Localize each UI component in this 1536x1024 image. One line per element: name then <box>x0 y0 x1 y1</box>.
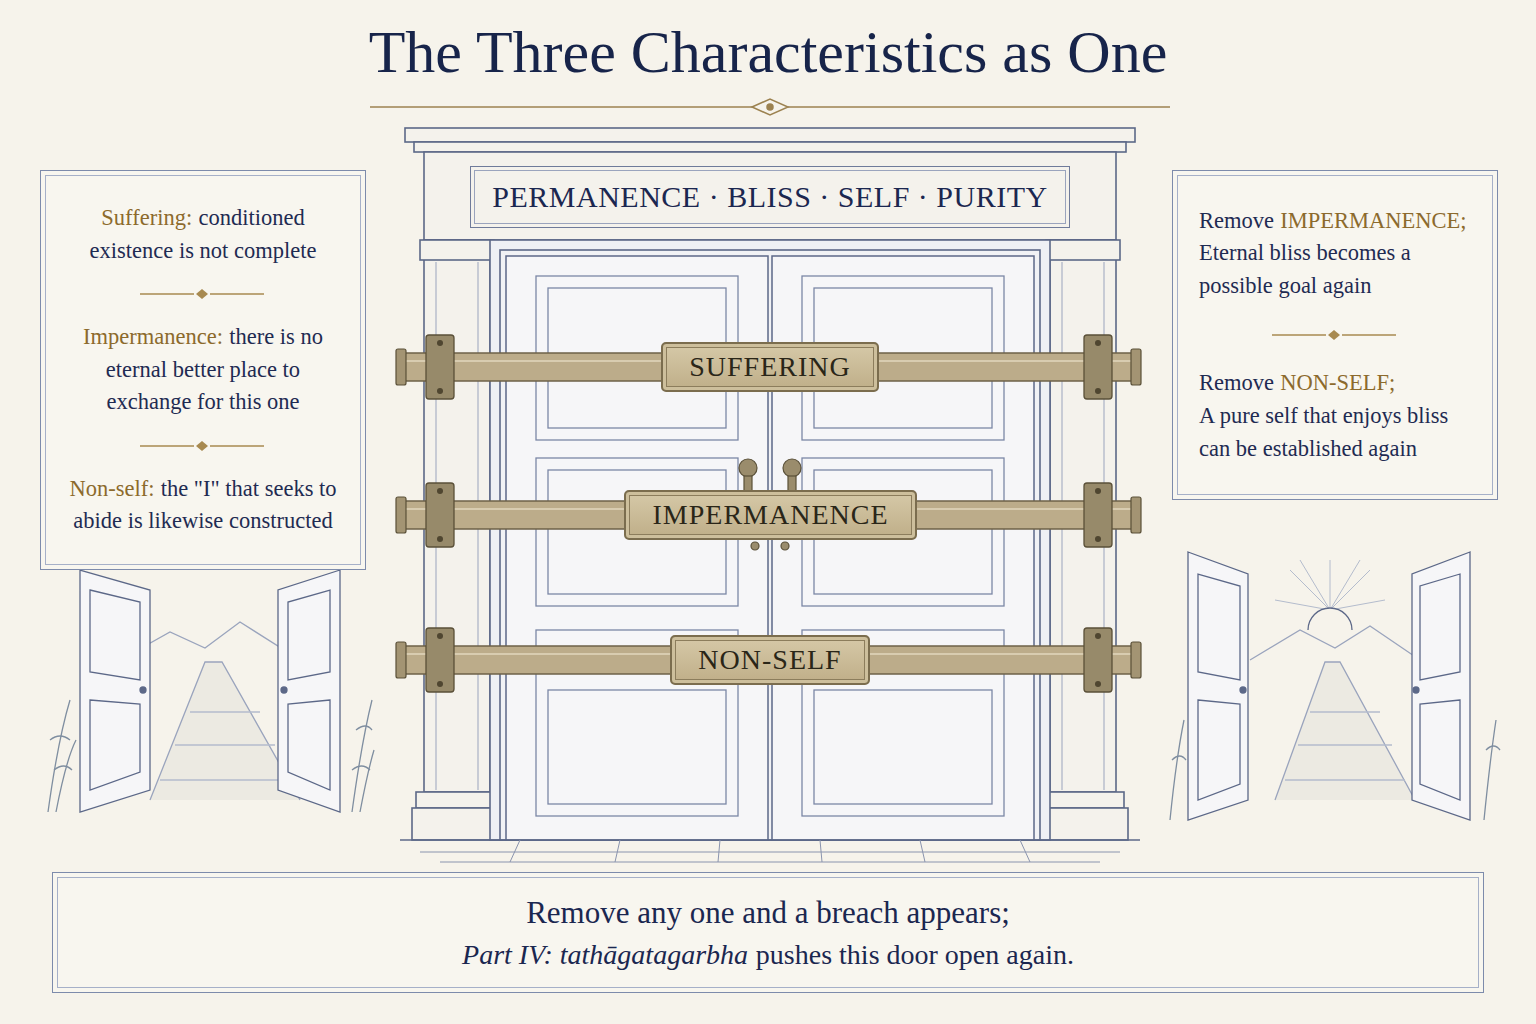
note-box: Suffering:conditioned existence is not c… <box>40 170 366 570</box>
note-group: RemoveNON-SELF;A pure self that enjoys b… <box>1199 367 1471 465</box>
plaque-label: NON-SELF <box>698 644 841 676</box>
bar-bracket <box>426 335 454 399</box>
bolt <box>1095 340 1101 346</box>
bolt <box>437 536 443 542</box>
divider-ornament <box>67 285 339 303</box>
band-label: PERMANENCE · BLISS · SELF · PURITY <box>492 180 1047 214</box>
decoration <box>210 293 264 294</box>
decoration <box>1328 330 1340 340</box>
bar-bracket <box>426 628 454 692</box>
bar-bracket <box>1084 483 1112 547</box>
diagram-title: The Three Characteristics as One <box>0 18 1536 87</box>
decoration <box>1272 334 1326 335</box>
bar-plaque: IMPERMANENCE <box>624 490 917 540</box>
conclusion-box: Remove any one and a breach appears;Part… <box>52 872 1484 993</box>
decoration <box>140 445 194 446</box>
bar-bracket <box>1084 628 1112 692</box>
note-text: A pure self that enjoys bliss can be est… <box>1199 400 1471 465</box>
bolt <box>437 340 443 346</box>
bar-plaque: NON-SELF <box>670 635 870 685</box>
note-paragraph: Non-self:the "I" that seeks to abide is … <box>67 473 339 538</box>
bar-end <box>396 497 406 533</box>
caption-text: pushes this door open again. <box>756 939 1074 970</box>
term-label: Non-self: <box>69 476 154 501</box>
term-label: IMPERMANENCE; <box>1280 208 1466 233</box>
bolt <box>437 388 443 394</box>
decoration <box>196 441 208 451</box>
bolt <box>1095 681 1101 687</box>
bar-end <box>1131 642 1141 678</box>
bolt <box>437 681 443 687</box>
bar-end <box>1131 497 1141 533</box>
term-label: Suffering: <box>101 205 192 230</box>
note-group: RemoveIMPERMANENCE;Eternal bliss becomes… <box>1199 205 1471 303</box>
caption-reference: Part IV: tathāgatagarbha <box>462 939 748 970</box>
caption-line: Part IV: tathāgatagarbha pushes this door… <box>462 935 1074 974</box>
plaque-label: IMPERMANENCE <box>652 499 888 531</box>
bolt <box>437 633 443 639</box>
plaque-label: SUFFERING <box>689 351 850 383</box>
divider-ornament-svg <box>1199 326 1471 344</box>
decoration <box>1342 334 1396 335</box>
decoration <box>210 445 264 446</box>
note-verb: Remove <box>1199 208 1274 233</box>
lintel-band: PERMANENCE · BLISS · SELF · PURITY <box>470 166 1070 228</box>
bolt <box>437 488 443 494</box>
bar-end <box>396 642 406 678</box>
bolt <box>1095 536 1101 542</box>
note-heading: RemoveNON-SELF; <box>1199 367 1471 400</box>
note-paragraph: Impermanence:there is no eternal better … <box>67 321 339 419</box>
note-text: Eternal bliss becomes a possible goal ag… <box>1199 237 1471 302</box>
bar-end <box>1131 349 1141 385</box>
bolt <box>1095 633 1101 639</box>
divider-ornament-svg <box>67 285 339 303</box>
bolt <box>1095 388 1101 394</box>
note-verb: Remove <box>1199 370 1274 395</box>
bar-bracket <box>1084 335 1112 399</box>
note-heading: RemoveIMPERMANENCE; <box>1199 205 1471 238</box>
term-label: Impermanence: <box>83 324 223 349</box>
note-paragraph: Suffering:conditioned existence is not c… <box>67 202 339 267</box>
divider-ornament <box>67 437 339 455</box>
bolt <box>1095 488 1101 494</box>
divider-ornament-svg <box>67 437 339 455</box>
caption-line: Remove any one and a breach appears; <box>526 891 1010 934</box>
divider-ornament <box>1199 326 1471 344</box>
bar-end <box>396 349 406 385</box>
decoration <box>196 289 208 299</box>
bar-plaque: SUFFERING <box>661 342 879 392</box>
bar-bracket <box>426 483 454 547</box>
decoration <box>140 293 194 294</box>
note-box: RemoveIMPERMANENCE;Eternal bliss becomes… <box>1172 170 1498 500</box>
term-label: NON-SELF; <box>1280 370 1395 395</box>
